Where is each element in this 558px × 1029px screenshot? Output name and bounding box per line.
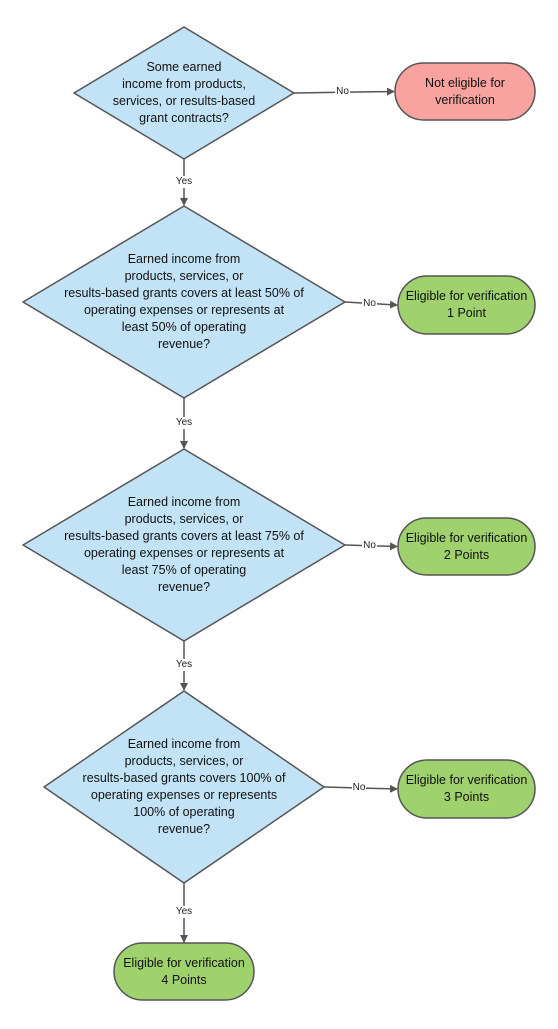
outcome-box-4 [397, 759, 536, 819]
outcome-text-5: Eligible for verification 4 Points [123, 955, 245, 987]
decision-text-1: Some earned income from products, servic… [112, 60, 256, 125]
edge-label-yes-1: Yes [174, 175, 194, 188]
edge-label-no-1: No [335, 86, 350, 99]
edge-label-yes-4: Yes [174, 906, 194, 918]
outcome-text-1: Not eligible for verification [425, 75, 505, 107]
outcome-box-1 [394, 62, 536, 121]
edge-label-yes-3: Yes [174, 659, 194, 671]
outcome-box-5 [113, 942, 255, 1001]
decision-text-2: Earned income from products, services, o… [64, 252, 304, 351]
decision-text-4: Earned income from products, services, o… [82, 737, 286, 836]
outcome-box-2 [397, 275, 536, 335]
outcome-text-2: Eligible for verification 1 Point [405, 289, 528, 320]
decision-diamond-3 [22, 448, 346, 642]
outcome-text-4: Eligible for verification 3 Points [405, 773, 528, 804]
outcome-text-3: Eligible for verification 2 Points [405, 530, 528, 562]
edge-label-no-3: No [362, 539, 377, 552]
outcome-box-3 [397, 517, 536, 576]
decision-text-3: Earned income from products, services, o… [64, 495, 304, 594]
edge-label-no-4: No [351, 782, 367, 794]
decision-diamond-4 [43, 690, 325, 884]
edge-label-no-2: No [362, 297, 377, 310]
edge-label-yes-2: Yes [174, 416, 194, 429]
decision-diamond-1 [73, 26, 295, 160]
decision-diamond-2 [22, 205, 346, 399]
